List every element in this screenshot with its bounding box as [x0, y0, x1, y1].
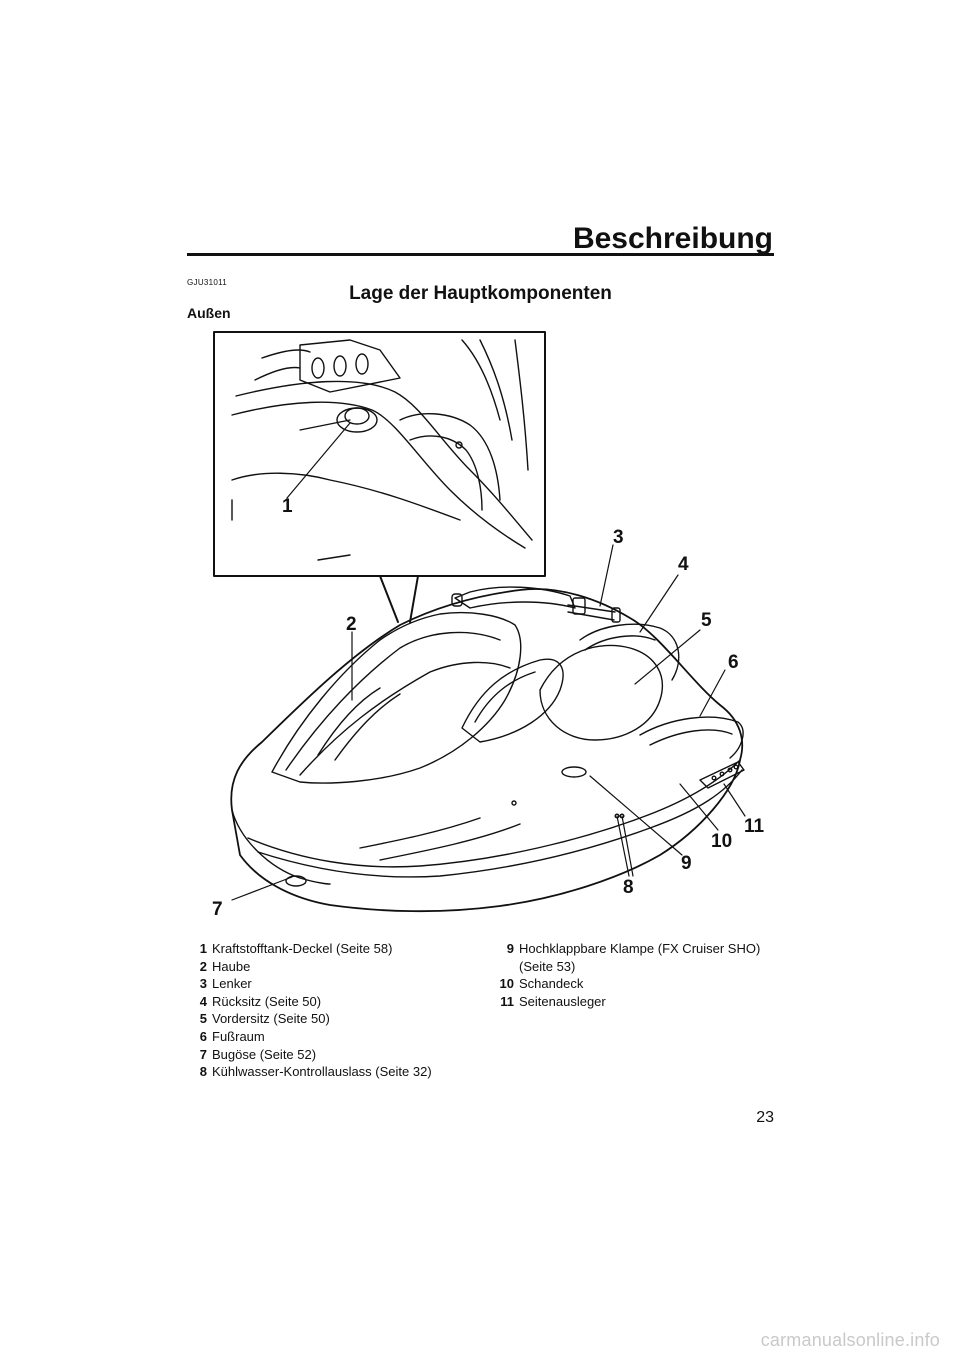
- legend-item-line: (Seite 53): [519, 958, 576, 974]
- hull-outline: [230, 588, 744, 913]
- rear-seat: [579, 623, 680, 681]
- section-title: Beschreibung: [572, 222, 773, 255]
- header-rule: [187, 253, 774, 256]
- inset-pointer-right: [409, 575, 419, 623]
- page-number: 23: [756, 1109, 774, 1126]
- inset-frame: [213, 331, 546, 577]
- subheading: Außen: [187, 305, 231, 321]
- watermark: carmanualsonline.info: [760, 1330, 940, 1350]
- page-title: Lage der Hauptkomponenten: [349, 283, 612, 304]
- hood: [271, 611, 522, 784]
- callout-10: 10: [711, 831, 732, 852]
- callout-2: 2: [346, 614, 357, 635]
- boarding-step: [699, 761, 745, 789]
- front-seat: [539, 644, 664, 741]
- bow-nose: [231, 809, 331, 885]
- bow-eye: [285, 875, 307, 887]
- legend-item: 9 Hochklappbare Klampe (FX Cruiser SHO) …: [506, 941, 761, 974]
- callout-6: 6: [728, 652, 739, 673]
- callout-11: 11: [744, 816, 765, 837]
- callout-8: 8: [623, 877, 634, 898]
- legend-column-right: 9 Hochklappbare Klampe (FX Cruiser SHO) …: [498, 940, 768, 1010]
- inset-pointer-left: [379, 575, 399, 623]
- callout-1: 1: [282, 496, 293, 517]
- callout-7: 7: [212, 899, 223, 920]
- callout-9: 9: [681, 853, 692, 874]
- callout-5: 5: [701, 610, 712, 631]
- cleat: [561, 766, 587, 778]
- legend-item-line: Hochklappbare Klampe (FX Cruiser SHO): [519, 941, 761, 956]
- callout-4: 4: [678, 554, 689, 575]
- watercraft-illustration: 1 2 3 4 5 6 7 8 9 10 11: [212, 331, 765, 920]
- section-code: GJU31011: [187, 278, 228, 287]
- inset-detail: [231, 339, 533, 561]
- callout-3: 3: [613, 527, 624, 548]
